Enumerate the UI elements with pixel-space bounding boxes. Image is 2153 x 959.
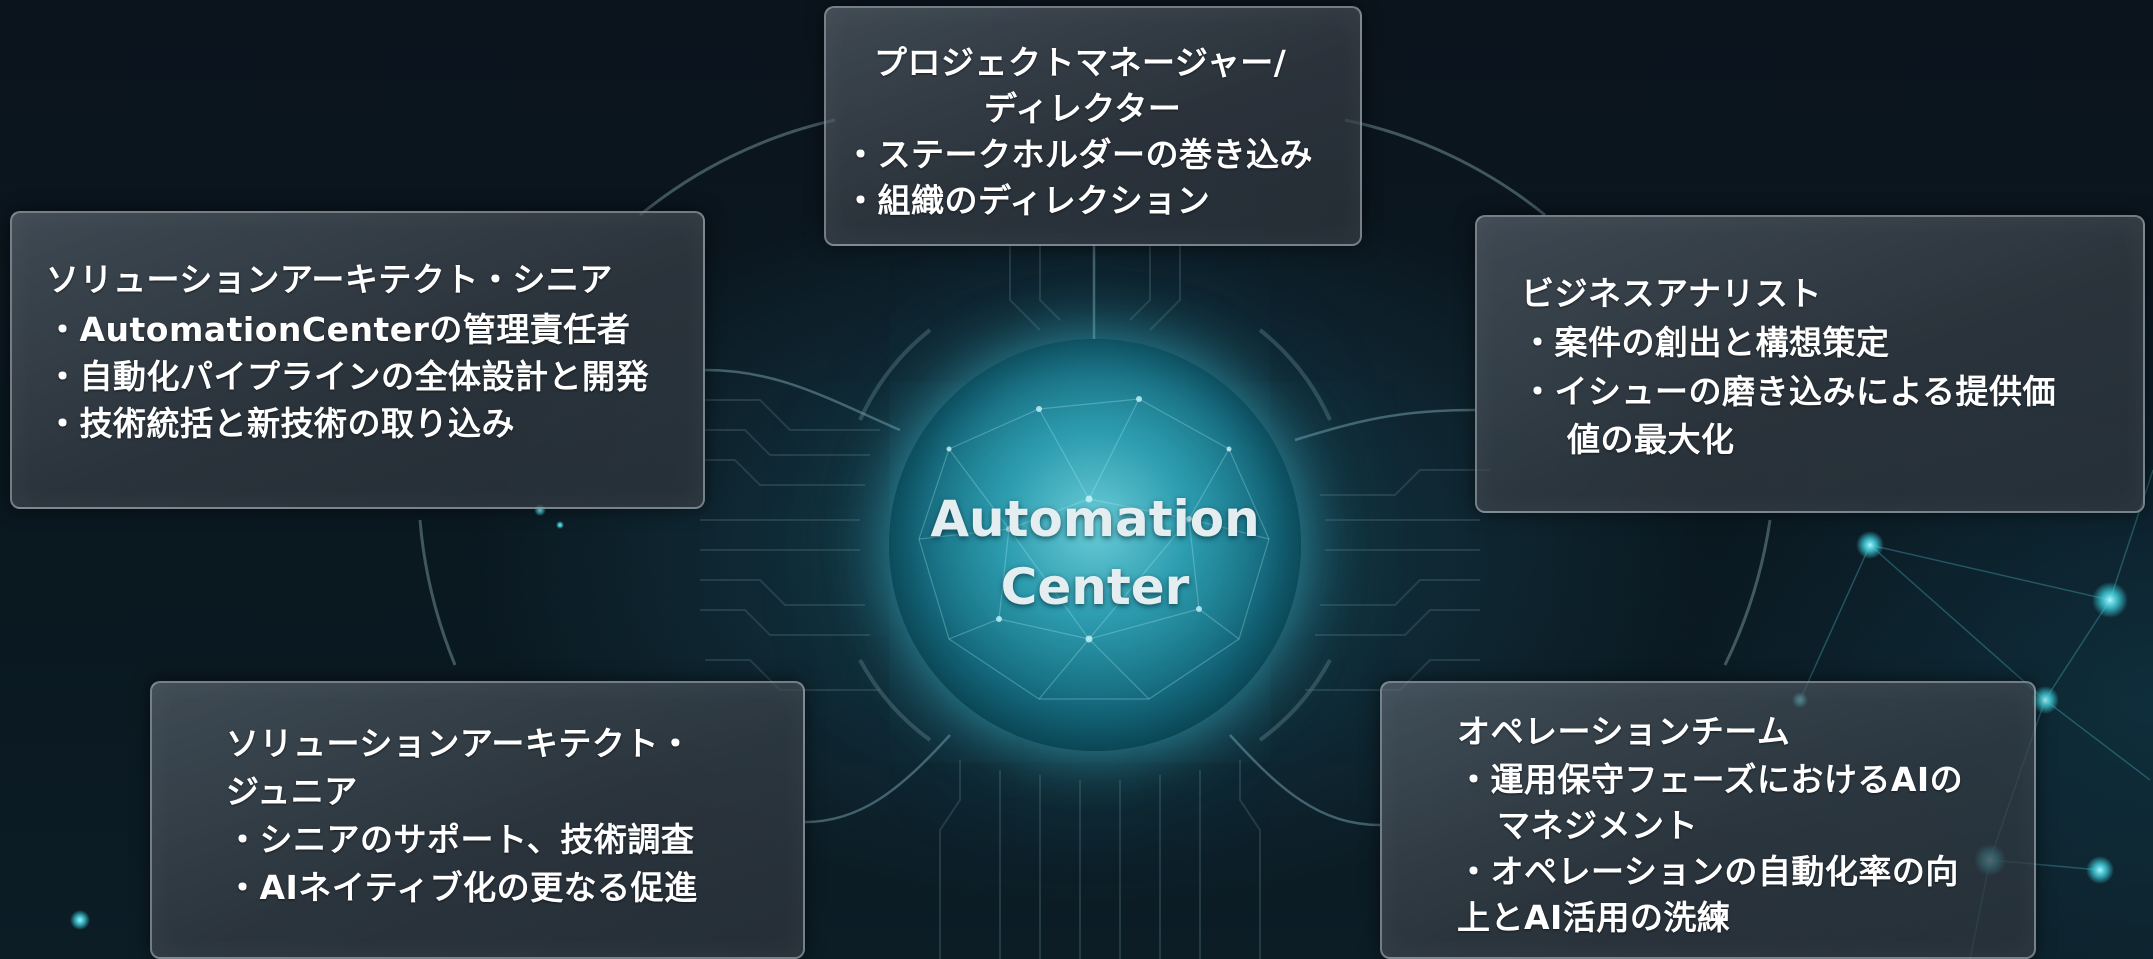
center-title-line2: Center <box>1000 558 1190 616</box>
role-item-continued: マネジメント <box>1497 806 1698 845</box>
role-item-continued: 上とAI活用の洗練 <box>1457 898 1731 937</box>
role-title: ディレクター <box>984 89 1182 128</box>
role-title: ソリューションアーキテクト・ <box>226 724 693 763</box>
role-item: ・組織のディレクション <box>844 181 1211 220</box>
role-item: ・自動化パイプラインの全体設計と開発 <box>46 357 649 396</box>
role-item: ・技術統括と新技術の取り込み <box>46 404 515 443</box>
role-card-business-analyst: ビジネスアナリスト ・案件の創出と構想策定 ・イシューの磨き込みによる提供価 値… <box>1475 215 2145 513</box>
role-item: ・AutomationCenterの管理責任者 <box>46 310 631 349</box>
center-title-line1: Automation <box>930 490 1260 548</box>
role-item: ・オペレーションの自動化率の向 <box>1457 852 1959 891</box>
role-card-architect-junior: ソリューションアーキテクト・ ジュニア ・シニアのサポート、技術調査 ・AIネイ… <box>150 681 805 959</box>
role-title: オペレーションチーム <box>1457 712 1791 751</box>
role-title: ジュニア <box>226 772 358 811</box>
role-item: ・案件の創出と構想策定 <box>1521 323 1890 362</box>
role-item-continued: 値の最大化 <box>1567 420 1735 459</box>
role-title: ソリューションアーキテクト・シニア <box>46 260 613 299</box>
automation-center-globe <box>889 339 1301 751</box>
role-card-architect-senior: ソリューションアーキテクト・シニア ・AutomationCenterの管理責任… <box>10 211 705 509</box>
role-title: ビジネスアナリスト <box>1521 274 1822 313</box>
role-item: ・イシューの磨き込みによる提供価 <box>1521 372 2057 411</box>
role-item: ・運用保守フェーズにおけるAIの <box>1457 760 1964 799</box>
role-card-project-manager: プロジェクトマネージャー/ ディレクター ・ステークホルダーの巻き込み ・組織の… <box>824 6 1362 246</box>
globe-mesh <box>918 396 1270 700</box>
role-item: ・シニアのサポート、技術調査 <box>226 820 695 859</box>
role-item: ・ステークホルダーの巻き込み <box>844 135 1313 174</box>
role-item: ・AIネイティブ化の更なる促進 <box>226 868 698 907</box>
role-card-operation-team: オペレーションチーム ・運用保守フェーズにおけるAIの マネジメント ・オペレー… <box>1380 681 2036 959</box>
role-title: プロジェクトマネージャー/ <box>874 43 1287 82</box>
